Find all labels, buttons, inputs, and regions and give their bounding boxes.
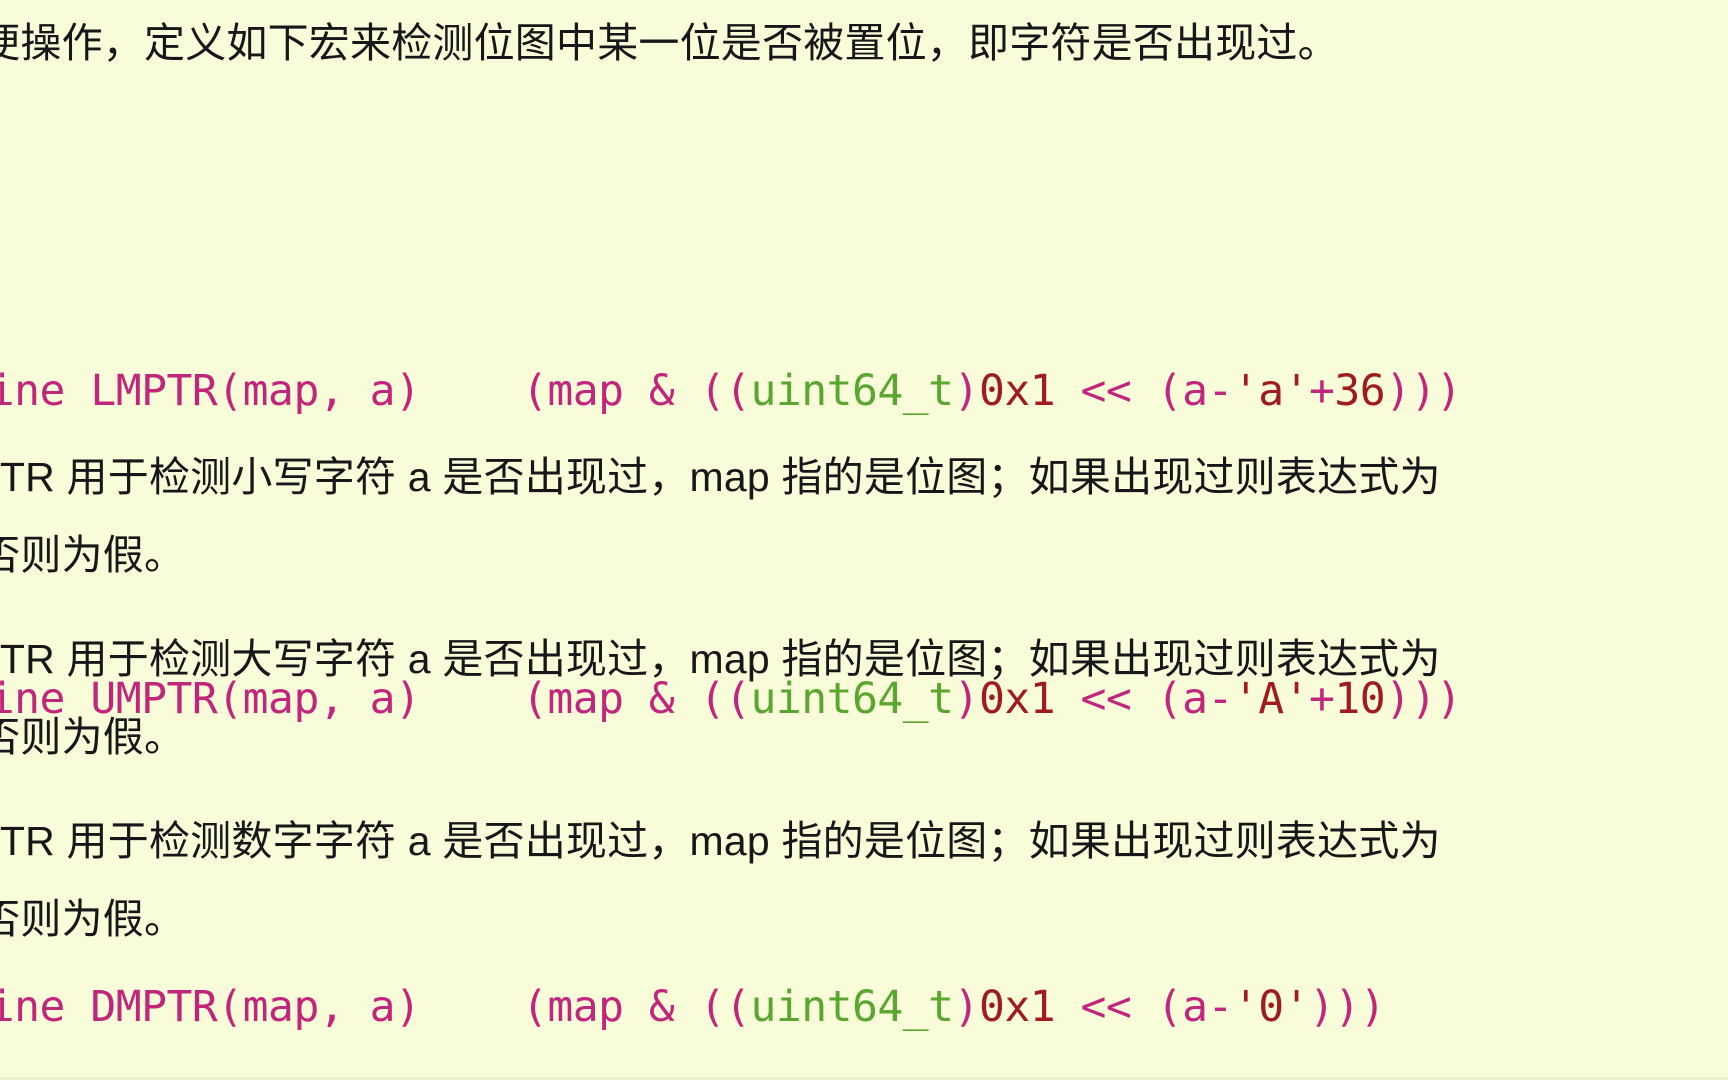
intro-paragraph: 方便操作，定义如下宏来检测位图中某一位是否被置位，即字符是否出现过。 — [0, 20, 1339, 66]
code-plus-op: + — [1309, 366, 1335, 416]
code-hex-literal: 0x1 — [978, 366, 1056, 416]
code-line-lmptr: efine LMPTR(map, a) (map & ((uint64_t)0x… — [0, 353, 1728, 430]
code-directive: efine — [0, 366, 65, 416]
code-shift-op: << (a- — [1055, 982, 1234, 1032]
code-block: efine LMPTR(map, a) (map & ((uint64_t)0x… — [0, 122, 1728, 1077]
paragraph-dmptr-description: MPTR 用于检测数字字符 a 是否出现过，map 指的是位图；如果出现过则表达… — [0, 802, 1728, 958]
code-directive: efine — [0, 982, 65, 1032]
code-plus-op: + — [1309, 674, 1335, 724]
code-type: uint64_t — [750, 674, 954, 724]
code-expr-open: (map & (( — [521, 982, 751, 1032]
code-type: uint64_t — [750, 366, 954, 416]
code-char-literal: 'a' — [1232, 366, 1310, 416]
code-close-paren: ) — [953, 366, 980, 416]
code-hex-literal: 0x1 — [978, 674, 1056, 724]
code-directive: efine — [0, 674, 65, 724]
code-expr-open: (map & (( — [521, 366, 751, 416]
code-hex-literal: 0x1 — [978, 982, 1056, 1032]
code-close-paren: ) — [953, 674, 980, 724]
code-shift-op: << (a- — [1055, 674, 1234, 724]
code-macro-name: LMPTR(map, a) — [90, 366, 421, 416]
code-expr-close: ))) — [1309, 982, 1386, 1032]
code-char-literal: '0' — [1232, 982, 1310, 1032]
paragraph-line: ，否则为假。 — [0, 896, 186, 942]
paragraph-line: ，否则为假。 — [0, 532, 186, 578]
paragraph-lmptr-description: MPTR 用于检测小写字符 a 是否出现过，map 指的是位图；如果出现过则表达… — [0, 438, 1728, 594]
code-expr-open: (map & (( — [521, 674, 751, 724]
code-close-paren: ) — [953, 982, 980, 1032]
code-macro-name: UMPTR(map, a) — [90, 674, 421, 724]
code-gap — [420, 982, 522, 1032]
code-offset: 10 — [1334, 674, 1386, 724]
code-gap — [420, 366, 522, 416]
paragraph-line: ，否则为假。 — [0, 714, 186, 760]
code-expr-close: ))) — [1385, 674, 1462, 724]
paragraph-line: MPTR 用于检测数字字符 a 是否出现过，map 指的是位图；如果出现过则表达… — [0, 818, 1441, 864]
code-macro-name: DMPTR(map, a) — [90, 982, 421, 1032]
paragraph-umptr-description: MPTR 用于检测大写字符 a 是否出现过，map 指的是位图；如果出现过则表达… — [0, 620, 1728, 776]
code-expr-close: ))) — [1385, 366, 1462, 416]
code-line-dmptr: efine DMPTR(map, a) (map & ((uint64_t)0x… — [0, 969, 1728, 1046]
code-char-literal: 'A' — [1232, 674, 1310, 724]
paragraph-line: MPTR 用于检测大写字符 a 是否出现过，map 指的是位图；如果出现过则表达… — [0, 636, 1441, 682]
paragraph-line: MPTR 用于检测小写字符 a 是否出现过，map 指的是位图；如果出现过则表达… — [0, 454, 1441, 500]
code-line-umptr: efine UMPTR(map, a) (map & ((uint64_t)0x… — [0, 661, 1728, 738]
code-type: uint64_t — [750, 982, 954, 1032]
code-shift-op: << (a- — [1055, 366, 1234, 416]
code-offset: 36 — [1334, 366, 1386, 416]
